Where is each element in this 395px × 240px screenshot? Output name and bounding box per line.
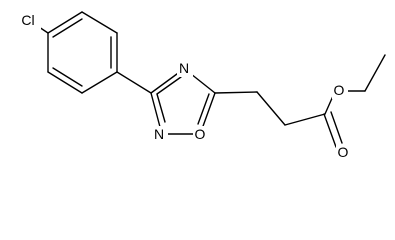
atom-label-n-bottom: N xyxy=(154,126,164,142)
bond-benzene-1-inner xyxy=(52,18,83,38)
atom-ring-oxygen: O xyxy=(193,126,209,143)
bond-benzene-2 xyxy=(81,11,118,34)
bond-ethyl xyxy=(364,54,386,92)
bond-ch2b-carbonyl xyxy=(284,113,326,126)
atom-label-cl: Cl xyxy=(21,12,34,28)
atom-label-layer: Cl N N O O O xyxy=(16,12,352,161)
bond-c5-ch2a xyxy=(214,91,258,94)
bond-benzene-5-inner xyxy=(52,67,83,87)
bond-carbonyl-oxygen-inner xyxy=(330,111,343,144)
atom-chlorine: Cl xyxy=(16,12,41,30)
atom-label-o-carbonyl: O xyxy=(338,144,349,160)
atom-label-o-ester: O xyxy=(334,82,345,98)
bond-benzene-5 xyxy=(47,71,83,94)
bond-n2-c3 xyxy=(150,92,161,128)
bond-benzene-4 xyxy=(81,71,118,94)
bond-c5-o1-inner xyxy=(197,93,210,125)
bond-benzene-1 xyxy=(47,11,83,34)
atom-nitrogen-bottom: N xyxy=(152,126,168,143)
bond-ch2a-ch2b xyxy=(256,91,286,126)
atom-nitrogen-top: N xyxy=(177,60,193,77)
bond-carbonyl-ester-oxygen xyxy=(324,95,334,115)
atom-label-n-top: N xyxy=(179,60,189,76)
bond-c5-o1 xyxy=(201,92,216,130)
atom-ester-oxygen: O xyxy=(332,82,348,99)
bond-c3-n4-inner xyxy=(156,76,182,95)
bond-c3-n4 xyxy=(150,70,182,94)
bond-layer xyxy=(35,11,386,148)
atom-carbonyl-oxygen: O xyxy=(336,144,352,161)
atom-label-o-ring: O xyxy=(195,126,206,142)
bond-n2-c3-inner xyxy=(156,93,166,123)
chemical-structure: Cl N N O O O xyxy=(16,11,386,161)
bond-aryl-ring xyxy=(116,71,152,94)
bond-carbonyl-oxygen xyxy=(323,113,337,148)
